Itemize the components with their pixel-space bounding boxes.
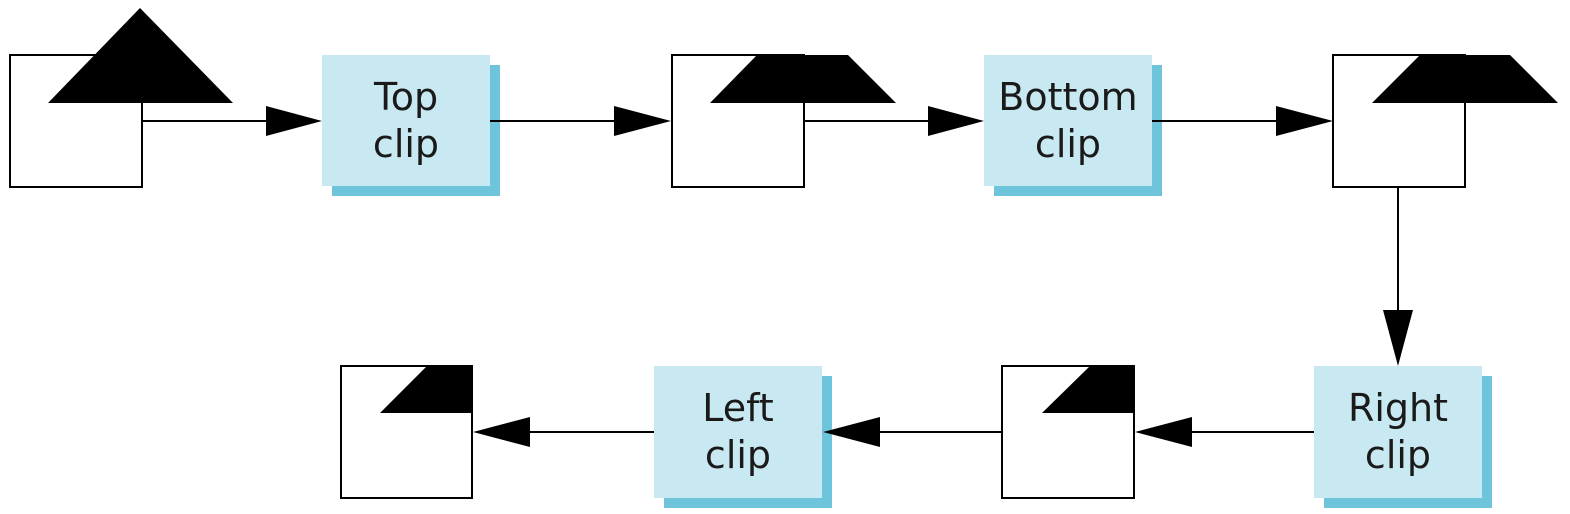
stage-top-line2: clip bbox=[373, 122, 439, 166]
window-output bbox=[340, 365, 473, 499]
arrow-window-to-right bbox=[1383, 187, 1413, 366]
stage-left-line2: clip bbox=[705, 433, 771, 477]
window-after-right-clip bbox=[1001, 365, 1135, 499]
shape-after-bottom-clip bbox=[1372, 55, 1558, 103]
stage-bottom-line1: Bottom bbox=[998, 75, 1137, 119]
stage-right-clip: Right clip bbox=[1314, 366, 1492, 508]
stage-right-line1: Right bbox=[1348, 386, 1448, 430]
stage-left-clip: Left clip bbox=[654, 366, 832, 508]
triangle-full bbox=[48, 8, 233, 103]
shape-after-top-clip bbox=[710, 55, 896, 103]
window-input bbox=[9, 8, 233, 188]
stage-bottom-clip: Bottom clip bbox=[984, 55, 1162, 196]
stage-right-line2: clip bbox=[1365, 433, 1431, 477]
stage-top-clip: Top clip bbox=[322, 55, 500, 196]
arrow-bottom-to-window bbox=[1152, 106, 1333, 136]
stage-top-line1: Top bbox=[373, 75, 438, 119]
stage-bottom-line2: clip bbox=[1035, 122, 1101, 166]
arrow-input-to-top bbox=[142, 106, 322, 136]
window-after-top-clip bbox=[671, 54, 896, 188]
shape-after-right-clip bbox=[1042, 366, 1134, 413]
arrow-left-to-output bbox=[473, 417, 654, 447]
arrow-window-to-bottom bbox=[804, 106, 984, 136]
arrow-right-to-window bbox=[1135, 417, 1314, 447]
window-after-bottom-clip bbox=[1332, 54, 1558, 188]
stage-left-line1: Left bbox=[702, 386, 774, 430]
arrow-top-to-window bbox=[490, 106, 671, 136]
arrow-window-to-left bbox=[823, 417, 1002, 447]
shape-output bbox=[380, 366, 472, 413]
